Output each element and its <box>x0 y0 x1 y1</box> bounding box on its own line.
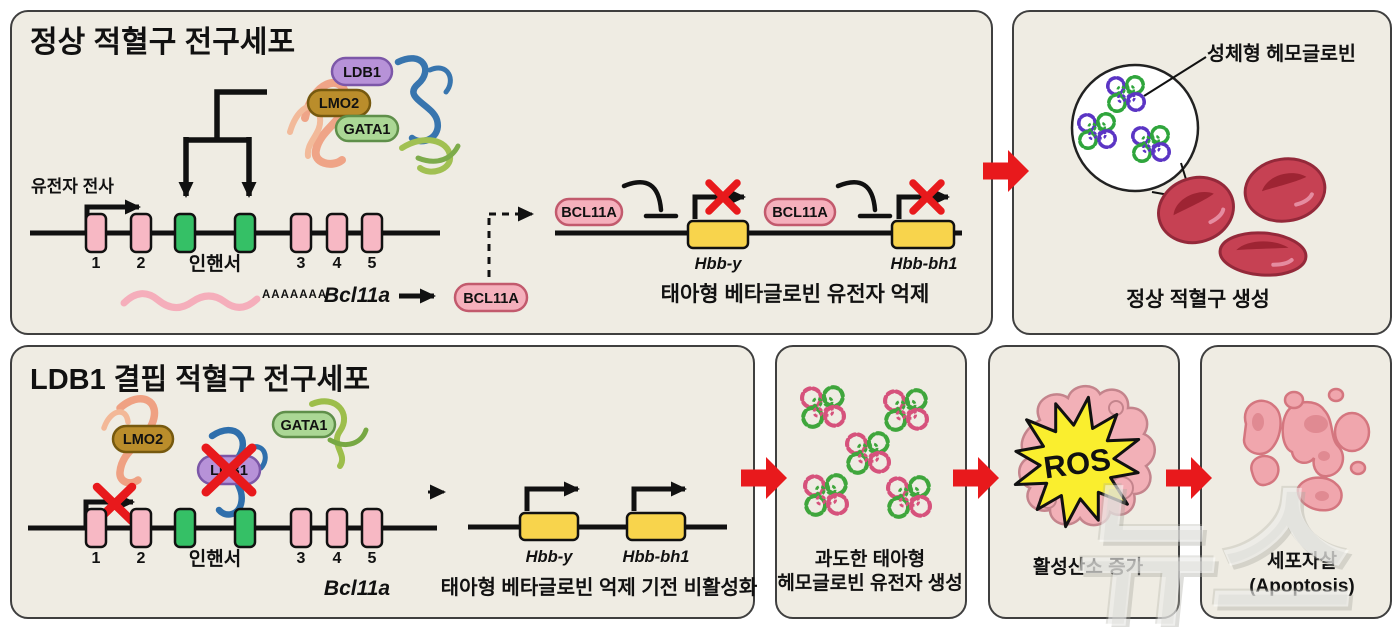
panel-normal-progenitor <box>10 10 993 335</box>
panel-apoptosis <box>1200 345 1392 619</box>
panel-ldb1-deficient <box>10 345 755 619</box>
panel-normal-rbc-result <box>1012 10 1392 335</box>
panel-ros <box>988 345 1180 619</box>
panel-fetal-hemoglobin <box>775 345 967 619</box>
